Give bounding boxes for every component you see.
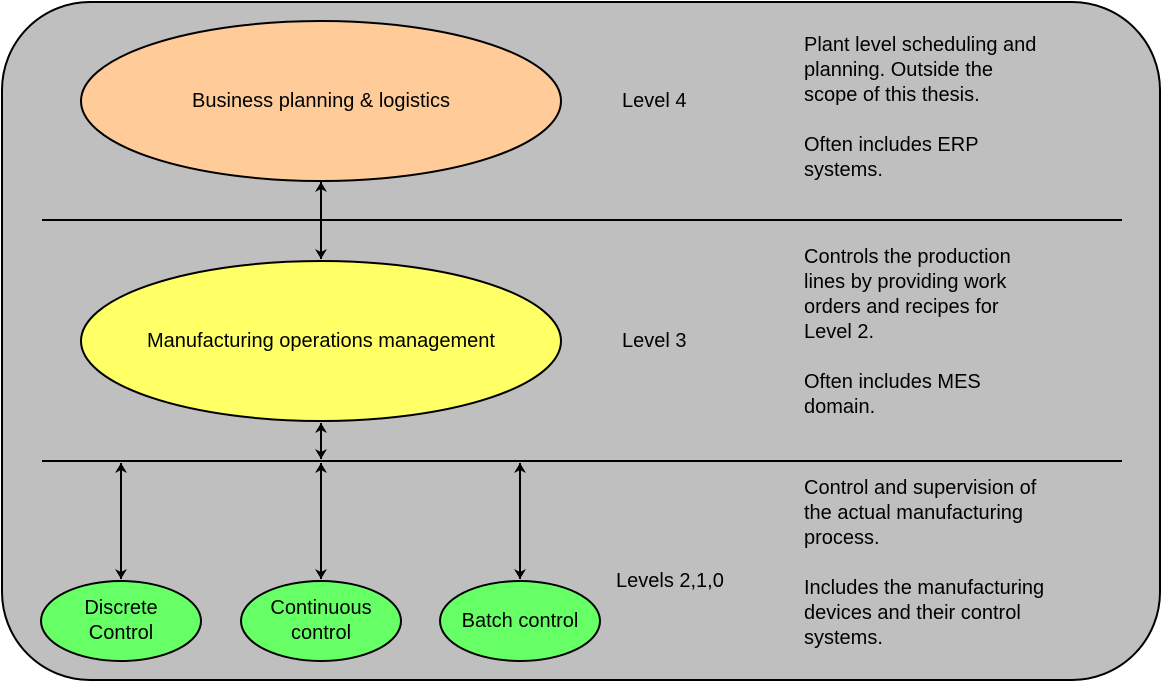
business-planning-node — [80, 20, 562, 182]
batch-control-label: Batch control — [461, 609, 579, 632]
levels-210-description: Control and supervision of the actual ma… — [804, 477, 1045, 649]
business-planning-label: Business planning & logistics — [192, 89, 450, 112]
level-4-label: Level 4 — [622, 90, 687, 112]
batch-control-node — [439, 580, 601, 662]
level-4-description: Plant level scheduling and planning. Out… — [804, 34, 1037, 181]
levels-210-label: Levels 2,1,0 — [616, 570, 724, 592]
level-3-description: Controls the production lines by providi… — [804, 246, 1011, 418]
discrete-control-node — [40, 580, 202, 662]
manufacturing-operations-label: Manufacturing operations management — [147, 329, 495, 352]
manufacturing-operations-node — [80, 260, 562, 422]
level-3-label: Level 3 — [622, 330, 687, 352]
continuous-control-label: Continuous control — [270, 597, 372, 644]
continuous-control-node — [240, 580, 402, 662]
discrete-control-label: Discrete Control — [84, 597, 158, 644]
